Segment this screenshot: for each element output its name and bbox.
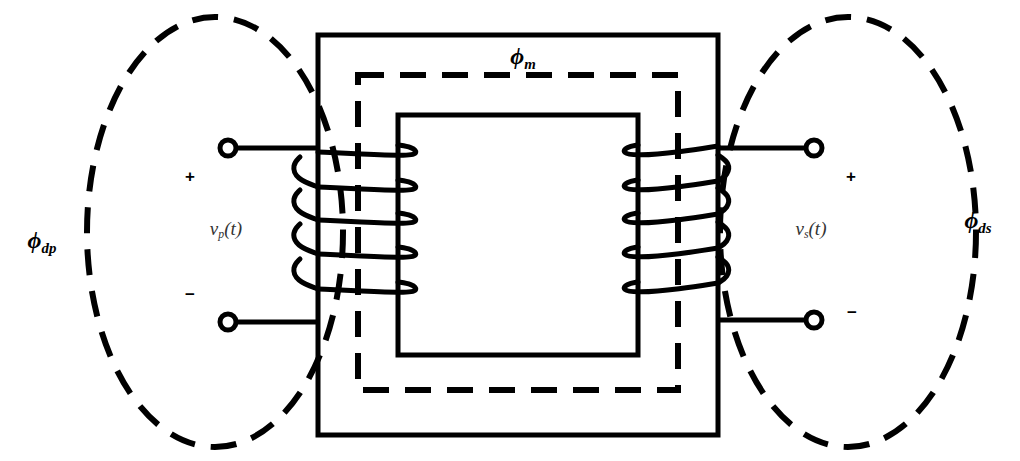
primary-winding (294, 157, 318, 187)
primary-terminal (220, 314, 236, 330)
secondary-voltage-label: vs(t) (796, 219, 827, 241)
secondary-lead (718, 318, 806, 323)
secondary-winding (624, 282, 718, 292)
secondary-winding (718, 222, 729, 248)
mutual-flux-path (358, 75, 678, 390)
polarity-sign: − (185, 286, 195, 303)
primary-winding (318, 282, 416, 292)
primary-leakage-label: ϕdp (28, 228, 57, 255)
primary-leakage-flux (87, 17, 343, 447)
core-window (398, 115, 638, 355)
secondary-winding (624, 247, 718, 257)
primary-lead (236, 320, 318, 325)
secondary-leakage-flux (720, 17, 976, 447)
secondary-winding (718, 188, 729, 214)
primary-winding (294, 224, 318, 254)
secondary-leakage-label: ϕds (964, 208, 991, 235)
secondary-winding (624, 145, 718, 155)
secondary-winding (624, 213, 718, 223)
primary-winding (318, 213, 416, 223)
secondary-terminal (806, 312, 822, 328)
primary-winding (318, 180, 416, 190)
primary-winding (294, 259, 318, 289)
primary-winding (318, 247, 416, 257)
secondary-lead (718, 146, 806, 151)
mutual-flux-label: ϕm (510, 44, 535, 71)
primary-voltage-label: vp(t) (210, 219, 242, 241)
secondary-winding (718, 155, 729, 181)
secondary-winding (718, 257, 729, 283)
polarity-sign: − (847, 304, 857, 321)
polarity-sign: + (846, 168, 856, 185)
primary-lead (236, 146, 318, 151)
secondary-terminal (806, 140, 822, 156)
primary-winding (294, 190, 318, 220)
core-outer (318, 35, 718, 435)
primary-terminal (220, 140, 236, 156)
secondary-winding (624, 180, 718, 190)
primary-winding (318, 145, 416, 155)
polarity-sign: + (185, 168, 195, 185)
